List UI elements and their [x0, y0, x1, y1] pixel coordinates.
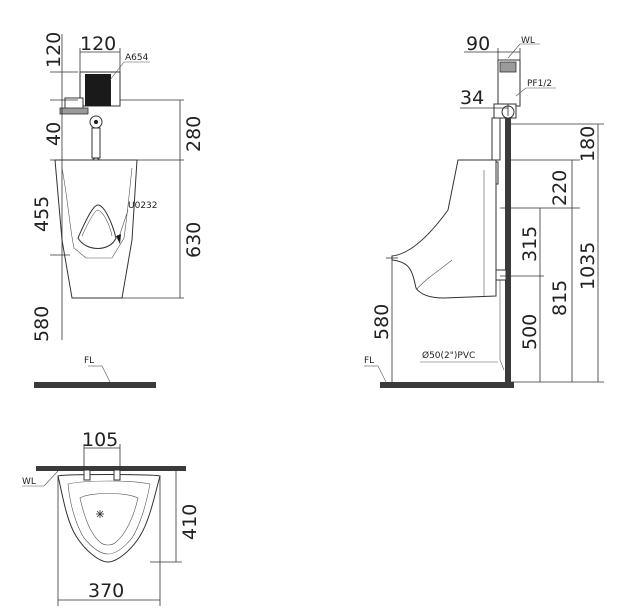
side-urinal-body: [391, 159, 497, 299]
pipe-spec-label: PF1/2: [527, 79, 552, 89]
side-wall-label: WL: [521, 36, 535, 46]
dim-valve-width: 120: [80, 33, 116, 55]
side-floor-label: FL: [364, 356, 374, 366]
dim-inlet-to-outlet: 315: [519, 226, 541, 262]
dim-side-rim-height: 580: [371, 304, 393, 340]
dim-top-width: 370: [88, 580, 124, 602]
dim-rim-height: 580: [31, 306, 53, 342]
top-wall-label: WL: [22, 477, 36, 487]
dim-valve-height-total: 1035: [577, 242, 599, 290]
dim-valve-depth: 90: [466, 33, 490, 55]
dim-top-offset: 180: [577, 126, 599, 162]
top-wall: [36, 466, 186, 471]
dim-valve-height: 120: [43, 32, 65, 68]
dim-valve-to-urinal: 280: [183, 116, 205, 152]
top-urinal-outline: [57, 474, 161, 563]
dim-bracket-spacing: 105: [82, 429, 118, 451]
dim-valve-to-inlet: 220: [549, 170, 571, 206]
dim-side-pipe-offset: 34: [460, 87, 484, 109]
drain-spec-label: Ø50(2")PVC: [422, 350, 475, 361]
drain-icon: [96, 510, 104, 518]
top-view: WL 105 410 370: [22, 429, 201, 606]
dim-bowl-height: 455: [31, 196, 53, 232]
side-view: FL 90 WL 34 PF1/2: [364, 33, 604, 388]
side-wall: [505, 118, 511, 388]
dim-pipe-offset: 40: [43, 122, 65, 146]
front-floor: [34, 382, 156, 388]
urinal-model-label: U0232: [128, 201, 158, 211]
side-floor: [380, 382, 514, 388]
dim-outlet-height: 500: [519, 314, 541, 350]
dim-urinal-height: 630: [183, 222, 205, 258]
front-view: FL 120 A654 120 40 45: [31, 32, 205, 388]
dim-inlet-height: 815: [549, 280, 571, 316]
dim-top-depth: 410: [179, 504, 201, 540]
front-urinal-bowl: [77, 204, 117, 249]
front-floor-label: FL: [84, 356, 94, 366]
valve-model-label: A654: [125, 53, 149, 63]
flush-valve-dark: [85, 74, 111, 106]
